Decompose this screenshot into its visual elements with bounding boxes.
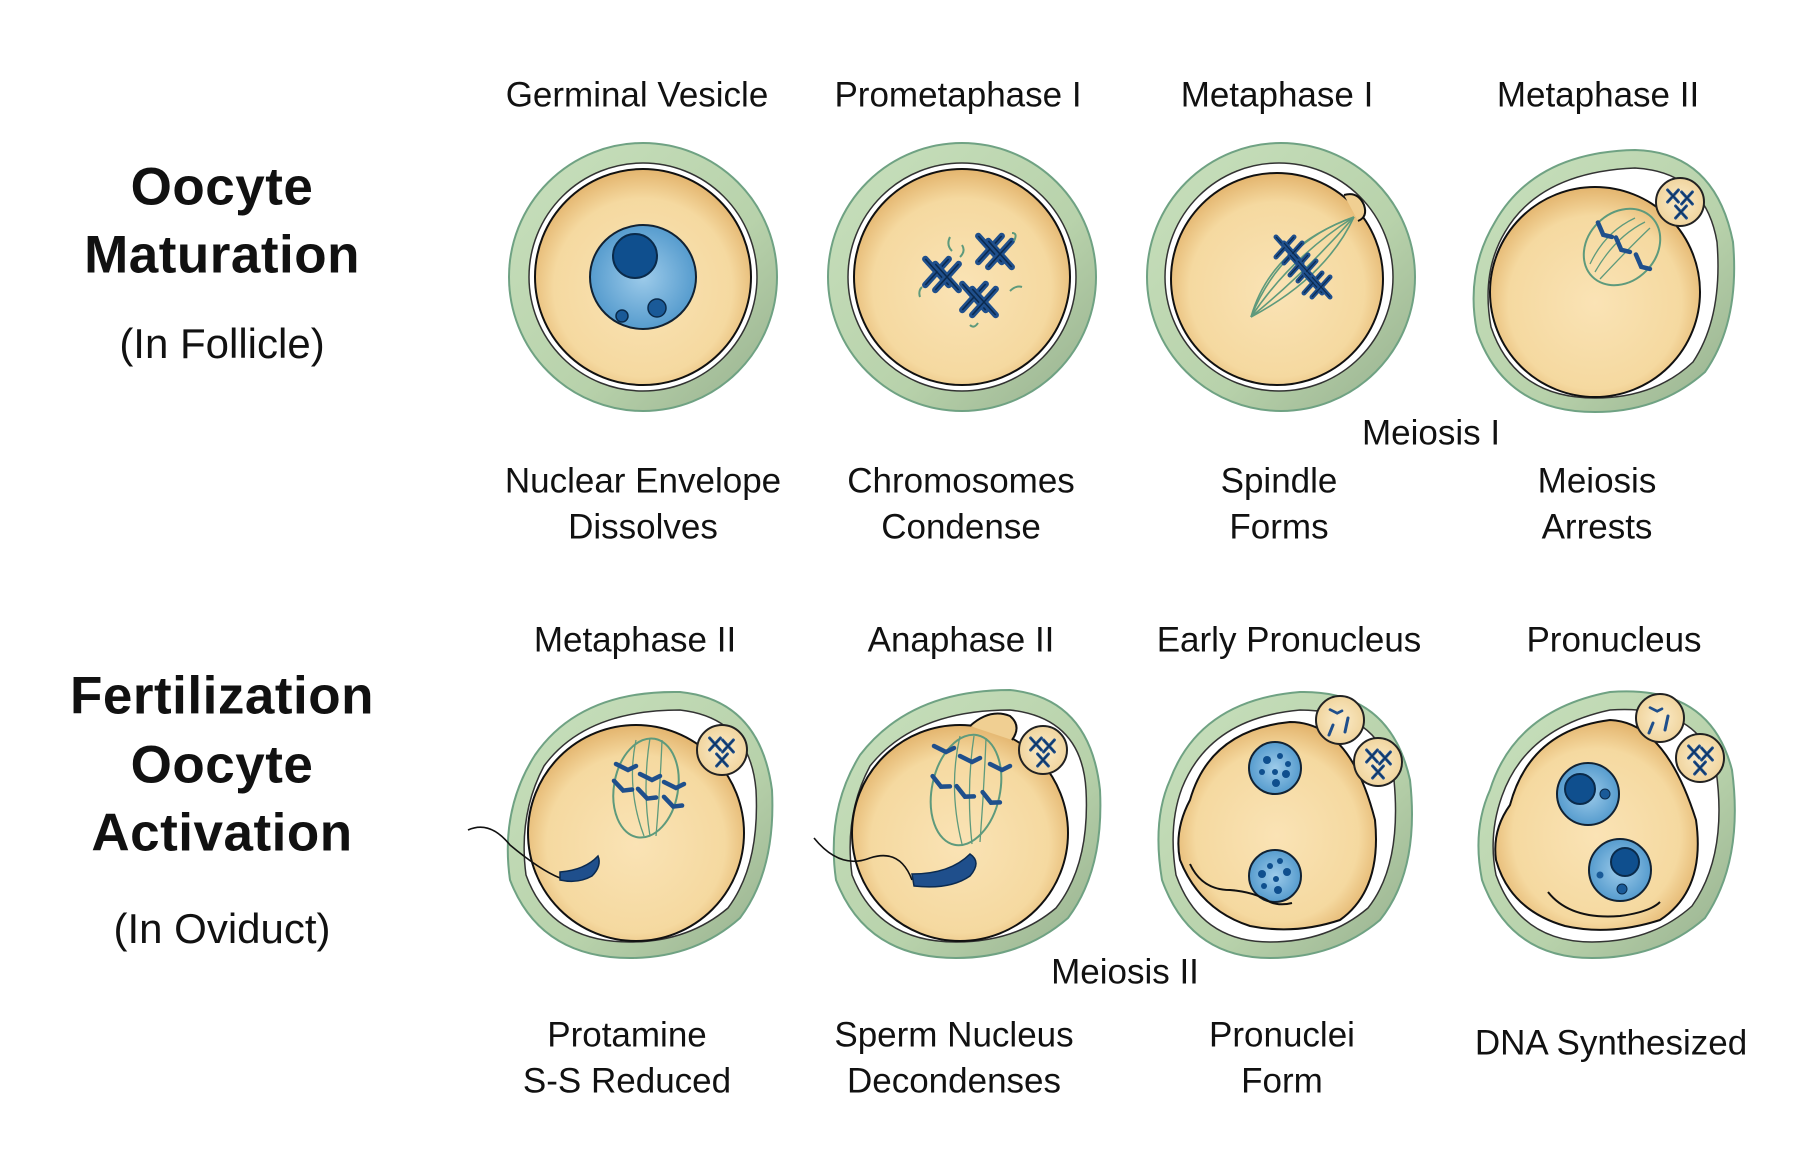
section-title-maturation-line2: Maturation <box>84 225 360 285</box>
section-title-oocyte-line1: Oocyte <box>130 157 314 217</box>
caption-chromosomes-line2: Condense <box>881 507 1041 547</box>
section-title-oocyte-line2: Oocyte <box>130 735 314 795</box>
pronucleus-icon <box>1477 690 1736 960</box>
caption-meiosis-arrests-line1: Meiosis <box>1537 461 1657 501</box>
stage-title-anaphase-ii: Anaphase II <box>867 620 1055 660</box>
stage-title-metaphase-i: Metaphase I <box>1180 75 1374 115</box>
section-subtitle-follicle: (In Follicle) <box>119 320 325 367</box>
stage-title-germinal-vesicle: Germinal Vesicle <box>505 75 769 115</box>
oocyte-prometaphase-icon <box>827 142 1097 412</box>
caption-chromosomes-line1: Chromosomes <box>847 461 1075 501</box>
section-subtitle-oviduct: (In Oviduct) <box>113 905 331 952</box>
caption-spindle-line2: Forms <box>1229 507 1329 547</box>
phase-label-meiosis-ii: Meiosis II <box>1051 952 1199 992</box>
fertilized-metaphase-ii-icon <box>467 690 774 960</box>
caption-nuclear-envelope-line2: Dissolves <box>568 507 718 547</box>
oocyte-metaphase-i-icon <box>1146 142 1416 412</box>
phase-label-meiosis-i: Meiosis I <box>1361 413 1501 453</box>
caption-pronuclei-line2: Form <box>1241 1061 1323 1101</box>
stage-title-prometaphase-i: Prometaphase I <box>834 75 1082 115</box>
stage-title-metaphase-ii: Metaphase II <box>1496 75 1700 115</box>
caption-sperm-nucleus-line2: Decondenses <box>846 1061 1062 1101</box>
caption-dna-synthesized: DNA Synthesized <box>1474 1023 1748 1063</box>
oocyte-metaphase-ii-icon <box>1472 148 1736 414</box>
early-pronucleus-icon <box>1157 690 1413 960</box>
caption-protamine-line2: S-S Reduced <box>522 1061 732 1101</box>
stage-title-pronucleus: Pronucleus <box>1526 620 1702 660</box>
anaphase-ii-icon <box>813 688 1102 960</box>
caption-protamine-line1: Protamine <box>547 1015 707 1055</box>
caption-nuclear-envelope-line1: Nuclear Envelope <box>504 461 782 501</box>
caption-sperm-nucleus-line1: Sperm Nucleus <box>834 1015 1074 1055</box>
oocyte-germinal-vesicle-icon <box>508 142 778 412</box>
caption-pronuclei-line1: Pronuclei <box>1209 1015 1355 1055</box>
section-title-activation-line3: Activation <box>91 803 353 863</box>
stage-title-metaphase-ii-fertilized: Metaphase II <box>533 620 737 660</box>
caption-meiosis-arrests-line2: Arrests <box>1541 507 1653 547</box>
section-title-fertilization-line1: Fertilization <box>70 666 374 726</box>
caption-spindle-line1: Spindle <box>1220 461 1338 501</box>
stage-title-early-pronucleus: Early Pronucleus <box>1156 620 1422 660</box>
